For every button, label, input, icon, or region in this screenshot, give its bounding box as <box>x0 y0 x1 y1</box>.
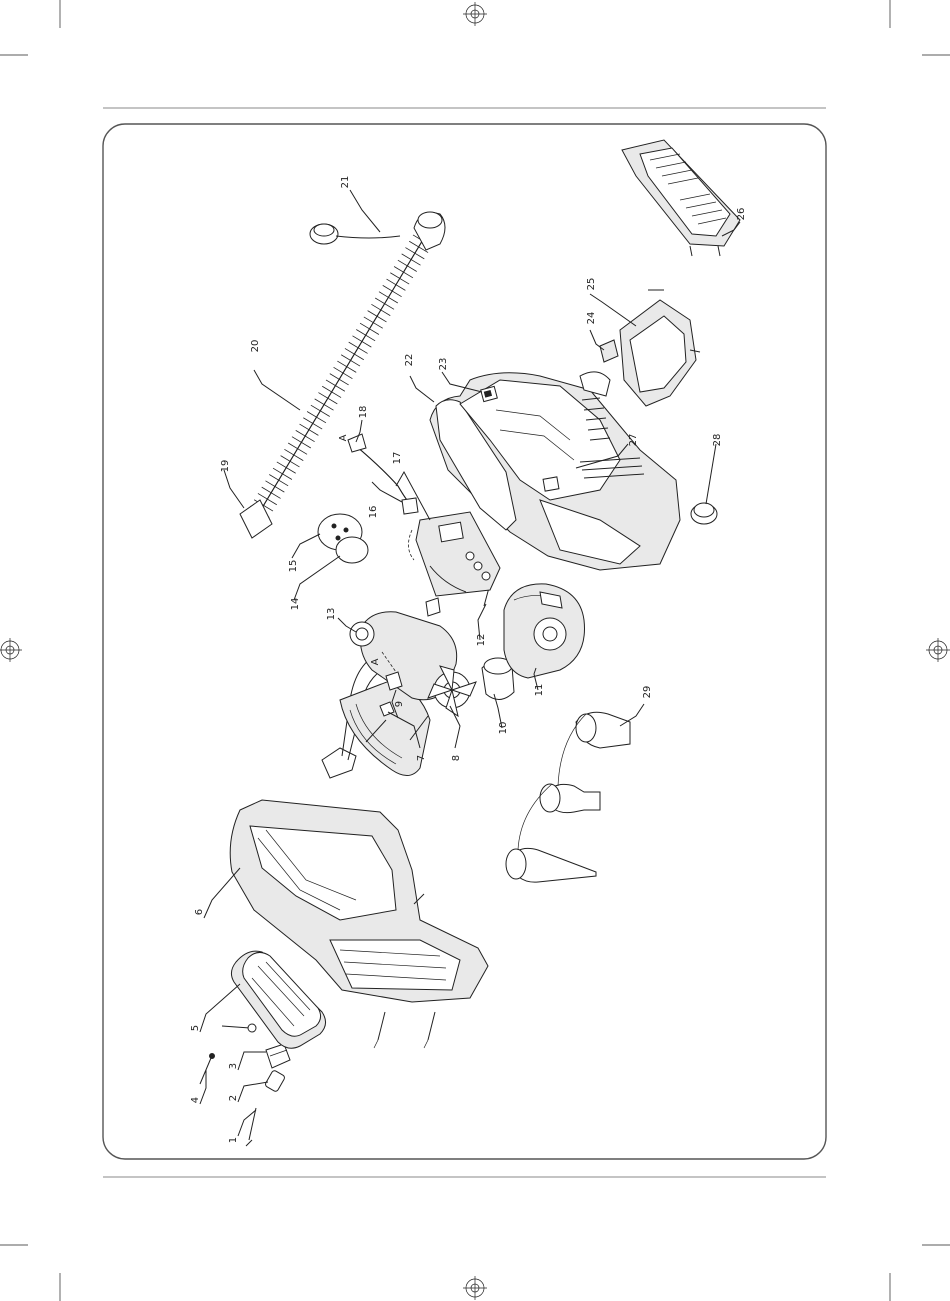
callout-14: 14 <box>290 598 301 611</box>
housing-screws <box>374 1012 435 1048</box>
callout-6: 6 <box>194 909 205 915</box>
part-24-clip <box>600 340 618 362</box>
hose-rib <box>277 462 296 473</box>
part-5-cover <box>231 951 325 1048</box>
registration-mark-top <box>463 2 487 26</box>
part-27-panel <box>543 477 559 491</box>
part-17-control-panel <box>408 512 500 596</box>
callout-27: 27 <box>628 434 639 447</box>
callout-4: 4 <box>190 1097 201 1103</box>
hose-rib <box>273 468 292 479</box>
callout-16: 16 <box>368 506 379 519</box>
hose-rib <box>402 254 421 265</box>
callout-9: 9 <box>394 701 405 707</box>
hose-rib <box>345 348 364 359</box>
callout-8: 8 <box>451 755 462 761</box>
part-28-cap <box>691 503 717 524</box>
hose-rib <box>288 443 307 454</box>
part-18-clip <box>348 434 366 452</box>
hose-rib <box>390 273 409 284</box>
registration-mark-right <box>926 638 950 662</box>
hose-rib <box>398 260 417 271</box>
hose-rib <box>296 430 315 441</box>
part-2-nut <box>264 1070 285 1093</box>
callout-17: 17 <box>392 452 403 465</box>
hose-rib <box>330 374 349 385</box>
registration-mark-left <box>0 638 22 662</box>
hose-rib <box>311 405 330 416</box>
part-11-blower <box>504 584 585 678</box>
callout-21: 21 <box>340 176 351 189</box>
hose-rib <box>375 298 394 309</box>
hose-rib <box>341 355 360 366</box>
callout-26: 26 <box>736 208 747 221</box>
hose-rib <box>383 285 402 296</box>
part-29-nozzles <box>506 712 630 882</box>
callout-20: 20 <box>250 340 261 353</box>
callout-2: 2 <box>228 1095 239 1101</box>
hose-rib <box>326 380 345 391</box>
callout-19: 19 <box>220 460 231 473</box>
marker-a-top: A <box>338 434 349 441</box>
hose-rib <box>265 481 284 492</box>
hose-rib <box>307 411 326 422</box>
registration-mark-bottom <box>463 1276 487 1300</box>
callout-25: 25 <box>586 278 597 291</box>
part-20-hose <box>240 212 445 538</box>
part-14-disc <box>336 537 368 563</box>
hose-rib <box>292 437 311 448</box>
hose-rib <box>368 311 387 322</box>
hose-rib <box>337 361 356 372</box>
hose-rib <box>349 342 368 353</box>
hose-rib <box>315 399 334 410</box>
part-3-pin <box>222 1024 256 1032</box>
callout-15: 15 <box>288 560 299 573</box>
callout-29: 29 <box>642 686 653 699</box>
callout-12: 12 <box>476 634 487 647</box>
callout-11: 11 <box>534 684 545 697</box>
hose-rib <box>322 386 341 397</box>
hose-rib <box>334 367 353 378</box>
hose-rib <box>387 279 406 290</box>
callout-1: 1 <box>228 1137 239 1143</box>
callout-10: 10 <box>498 722 509 735</box>
hose-rib <box>379 292 398 303</box>
part-26-tray <box>622 140 740 256</box>
callout-7: 7 <box>416 755 427 761</box>
hose-ribs <box>250 229 435 518</box>
hose-rib <box>262 487 281 498</box>
callout-23: 23 <box>438 358 449 371</box>
callout-18: 18 <box>358 406 369 419</box>
hose-rib <box>360 323 379 334</box>
hose-rib <box>356 330 375 341</box>
hose-rib <box>318 393 337 404</box>
hose-rib <box>300 424 319 435</box>
diagram-frame <box>103 124 826 1159</box>
marker-a-bottom: A <box>370 658 381 665</box>
hose-rib <box>303 418 322 429</box>
hose-rib <box>269 475 288 486</box>
callout-24: 24 <box>586 312 597 325</box>
hose-rib <box>352 336 371 347</box>
callout-22: 22 <box>404 354 415 367</box>
part-4-screw <box>200 1054 215 1085</box>
part-21-strap <box>310 224 400 244</box>
hose-rib <box>371 304 390 315</box>
callout-3: 3 <box>228 1063 239 1069</box>
hose-rib <box>405 248 424 259</box>
hose-rib <box>394 266 413 277</box>
hose-rib <box>284 449 303 460</box>
hose-rib <box>281 456 300 467</box>
callout-5: 5 <box>190 1025 201 1031</box>
callout-13: 13 <box>326 608 337 621</box>
callout-28: 28 <box>712 434 723 447</box>
part-25-frame <box>620 290 700 406</box>
hose-rib <box>364 317 383 328</box>
